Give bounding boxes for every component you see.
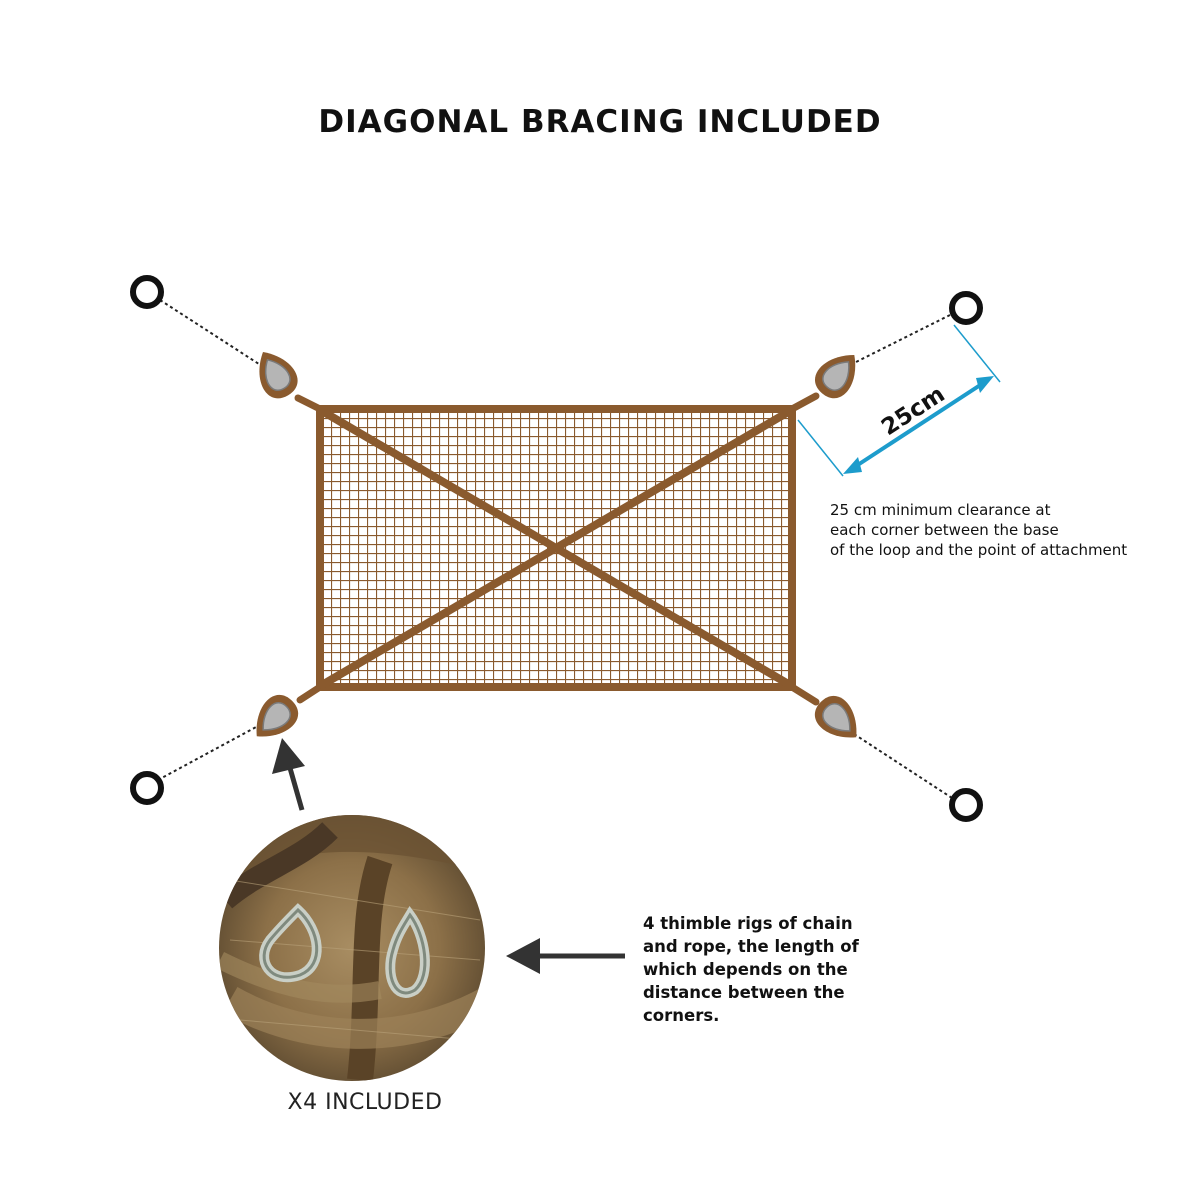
rig-note-line: 4 thimble rigs of chain	[643, 914, 853, 933]
photo-caption: X4 INCLUDED	[287, 1090, 443, 1115]
thimble-loop-icon	[256, 352, 857, 738]
tie-line-top-left	[159, 299, 263, 367]
clearance-note: 25 cm minimum clearance at each corner b…	[830, 500, 1180, 560]
anchor-point-icon	[130, 275, 983, 822]
clearance-note-line: of the loop and the point of attachment	[830, 541, 1128, 559]
tie-line-bottom-left	[157, 725, 259, 781]
tie-line-top-right	[851, 314, 951, 365]
clearance-note-line: each corner between the base	[830, 521, 1059, 539]
clearance-note-line: 25 cm minimum clearance at	[830, 501, 1051, 519]
tie-line-bottom-right	[853, 733, 953, 799]
rig-note-line: distance between the	[643, 983, 845, 1002]
dimension-indicator	[797, 324, 1001, 477]
diagonal-bracing	[318, 407, 794, 689]
rig-note-line: and rope, the length of	[643, 937, 859, 956]
rig-note-line: corners.	[643, 1006, 720, 1025]
rig-note: 4 thimble rigs of chain and rope, the le…	[643, 912, 893, 1027]
rig-note-line: which depends on the	[643, 960, 848, 979]
rope-photo	[219, 815, 485, 1081]
tie-lines	[157, 299, 953, 799]
diagram-title: DIAGONAL BRACING INCLUDED	[318, 104, 882, 140]
arrow-icon	[272, 738, 625, 974]
